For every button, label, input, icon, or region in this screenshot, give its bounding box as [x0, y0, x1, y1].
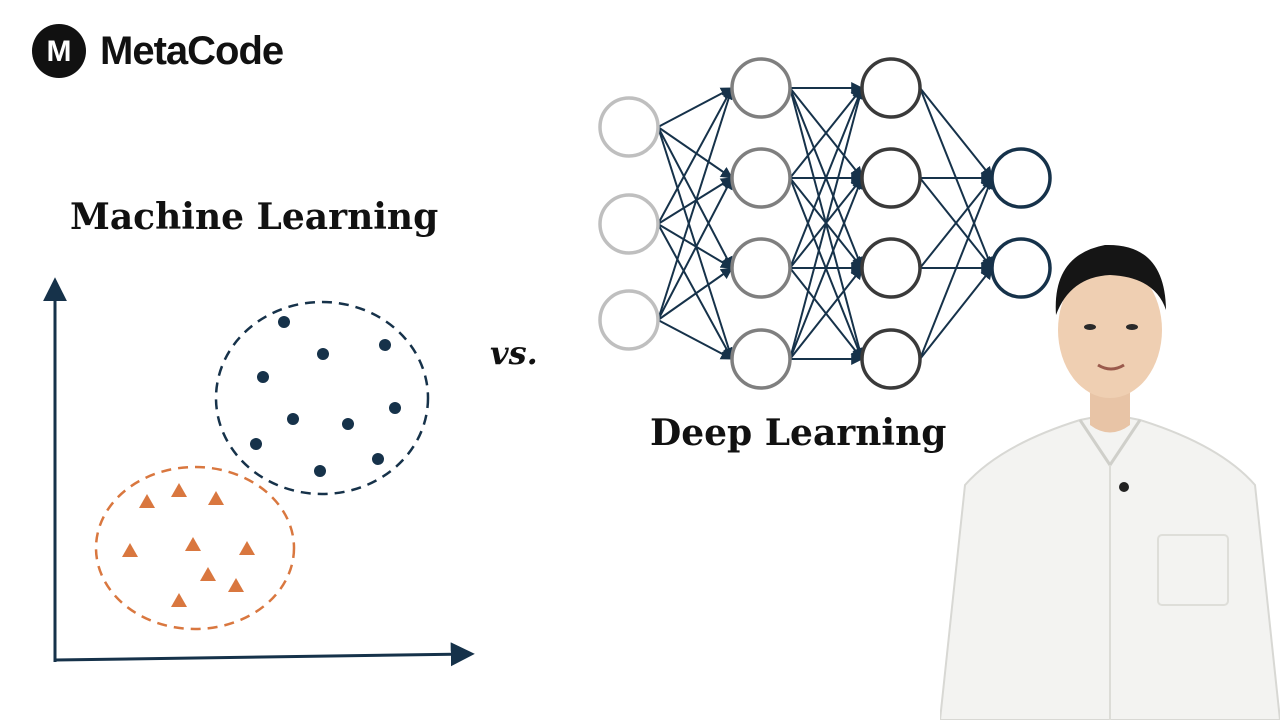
network-connection — [657, 223, 733, 361]
brand-logo: M MetaCode — [32, 24, 284, 78]
cluster-b-point — [171, 483, 187, 497]
face — [1058, 262, 1162, 398]
network-connection — [789, 87, 863, 179]
network-connection — [789, 86, 866, 360]
cluster-b-point — [239, 541, 255, 555]
hidden-layer-2-node — [860, 57, 922, 119]
cluster-a-point — [342, 418, 354, 430]
network-connection — [789, 176, 864, 360]
hidden-layer-1-node — [730, 147, 792, 209]
network-connection — [657, 176, 733, 321]
cluster-a-point — [379, 339, 391, 351]
input-node — [598, 193, 660, 255]
brand-name: MetaCode — [100, 28, 284, 73]
network-connection — [657, 126, 735, 361]
input-node — [598, 96, 660, 158]
network-connection — [657, 126, 733, 179]
lapel-microphone — [1119, 482, 1129, 492]
network-connection — [789, 86, 864, 269]
x-axis-arrow — [54, 642, 475, 667]
svg-text:M: M — [47, 35, 72, 68]
deep-learning-title: Deep Learning — [650, 412, 947, 454]
output-node — [990, 237, 1052, 299]
mouth — [1097, 363, 1125, 371]
cluster-b-point — [122, 543, 138, 557]
metacode-logo-icon: M — [32, 24, 86, 78]
cluster-b-point — [208, 491, 224, 505]
neck — [1090, 385, 1130, 433]
right-eye — [1126, 324, 1138, 330]
network-connection — [657, 319, 734, 360]
network-connection — [657, 126, 733, 270]
hidden-layer-2-node — [860, 237, 922, 299]
left-eye — [1084, 324, 1096, 330]
cluster-a-point — [278, 316, 290, 328]
cluster-a-point — [257, 371, 269, 383]
network-connection — [657, 86, 735, 321]
network-connection — [919, 176, 994, 360]
hidden-layer-2-node — [860, 147, 922, 209]
network-connection — [657, 87, 734, 128]
hidden-layer-1-node — [730, 328, 792, 390]
network-connection — [919, 87, 993, 179]
network-connection — [657, 223, 734, 269]
hidden-layer-1-node — [730, 57, 792, 119]
network-connection — [789, 267, 863, 360]
presenter-figure — [940, 244, 1280, 720]
cluster-b-point — [228, 578, 244, 592]
hidden-layer-2-node — [860, 328, 922, 390]
network-connection — [919, 267, 993, 360]
network-connection — [657, 267, 733, 321]
machine-learning-title: Machine Learning — [70, 196, 439, 238]
cluster-b-point — [185, 537, 201, 551]
hair — [1055, 244, 1166, 315]
cluster-b-point — [171, 593, 187, 607]
cluster-a-point — [287, 413, 299, 425]
cluster-a-point — [314, 465, 326, 477]
cluster-a-point — [389, 402, 401, 414]
cluster-b-point — [200, 567, 216, 581]
cluster-a-point — [250, 438, 262, 450]
output-node — [990, 147, 1052, 209]
cluster-a-boundary — [214, 300, 430, 496]
versus-label: vs. — [490, 334, 538, 372]
cluster-a-point — [372, 453, 384, 465]
cluster-b-point — [139, 494, 155, 508]
input-node — [598, 289, 660, 351]
shirt-pocket — [1157, 534, 1229, 606]
hidden-layer-1-node — [730, 237, 792, 299]
cluster-a-point — [317, 348, 329, 360]
cluster-b-boundary — [94, 465, 296, 631]
network-connection — [657, 86, 733, 225]
network-connection — [919, 177, 993, 269]
